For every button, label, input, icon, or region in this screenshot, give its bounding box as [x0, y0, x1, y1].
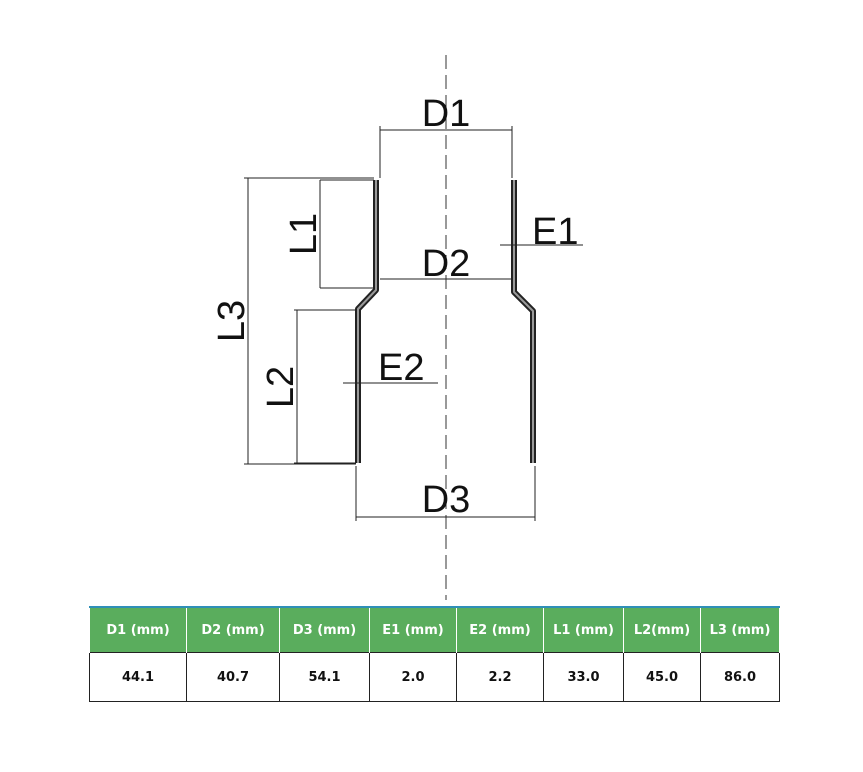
value-l2: 45.0 [623, 652, 701, 702]
d1-dimension [379, 126, 513, 178]
e1-label: E1 [532, 211, 578, 253]
d2-label: D2 [422, 243, 471, 285]
header-e2: E2 (mm) [456, 606, 544, 653]
d3-dimension [355, 466, 536, 521]
reducer-drawing: D1 D2 D3 E1 E2 L1 L2 L3 [211, 55, 583, 600]
header-d2: D2 (mm) [186, 606, 280, 653]
value-e2: 2.2 [456, 652, 544, 702]
header-l2: L2(mm) [623, 606, 701, 653]
spec-table: D1 (mm) D2 (mm) D3 (mm) E1 (mm) E2 (mm) … [89, 606, 780, 702]
left-wall [355, 180, 379, 463]
d1-label: D1 [422, 93, 471, 135]
header-l1: L1 (mm) [543, 606, 624, 653]
value-d2: 40.7 [186, 652, 280, 702]
right-wall [511, 180, 536, 463]
l2-label: L2 [260, 366, 302, 408]
value-l1: 33.0 [543, 652, 624, 702]
header-d3: D3 (mm) [279, 606, 370, 653]
header-d1: D1 (mm) [89, 606, 187, 653]
l3-label: L3 [211, 300, 253, 342]
table-row: 44.1 40.7 54.1 2.0 2.2 33.0 45.0 86.0 [89, 652, 780, 702]
l1-label: L1 [283, 213, 325, 255]
l2-dimension [294, 309, 356, 464]
l3-dimension [244, 177, 374, 465]
table-header-row: D1 (mm) D2 (mm) D3 (mm) E1 (mm) E2 (mm) … [89, 606, 780, 653]
value-l3: 86.0 [700, 652, 780, 702]
l1-dimension [319, 179, 374, 289]
value-d1: 44.1 [89, 652, 187, 702]
value-e1: 2.0 [369, 652, 457, 702]
e2-label: E2 [378, 347, 424, 389]
header-e1: E1 (mm) [369, 606, 457, 653]
d3-label: D3 [422, 479, 471, 521]
value-d3: 54.1 [279, 652, 370, 702]
header-l3: L3 (mm) [700, 606, 780, 653]
